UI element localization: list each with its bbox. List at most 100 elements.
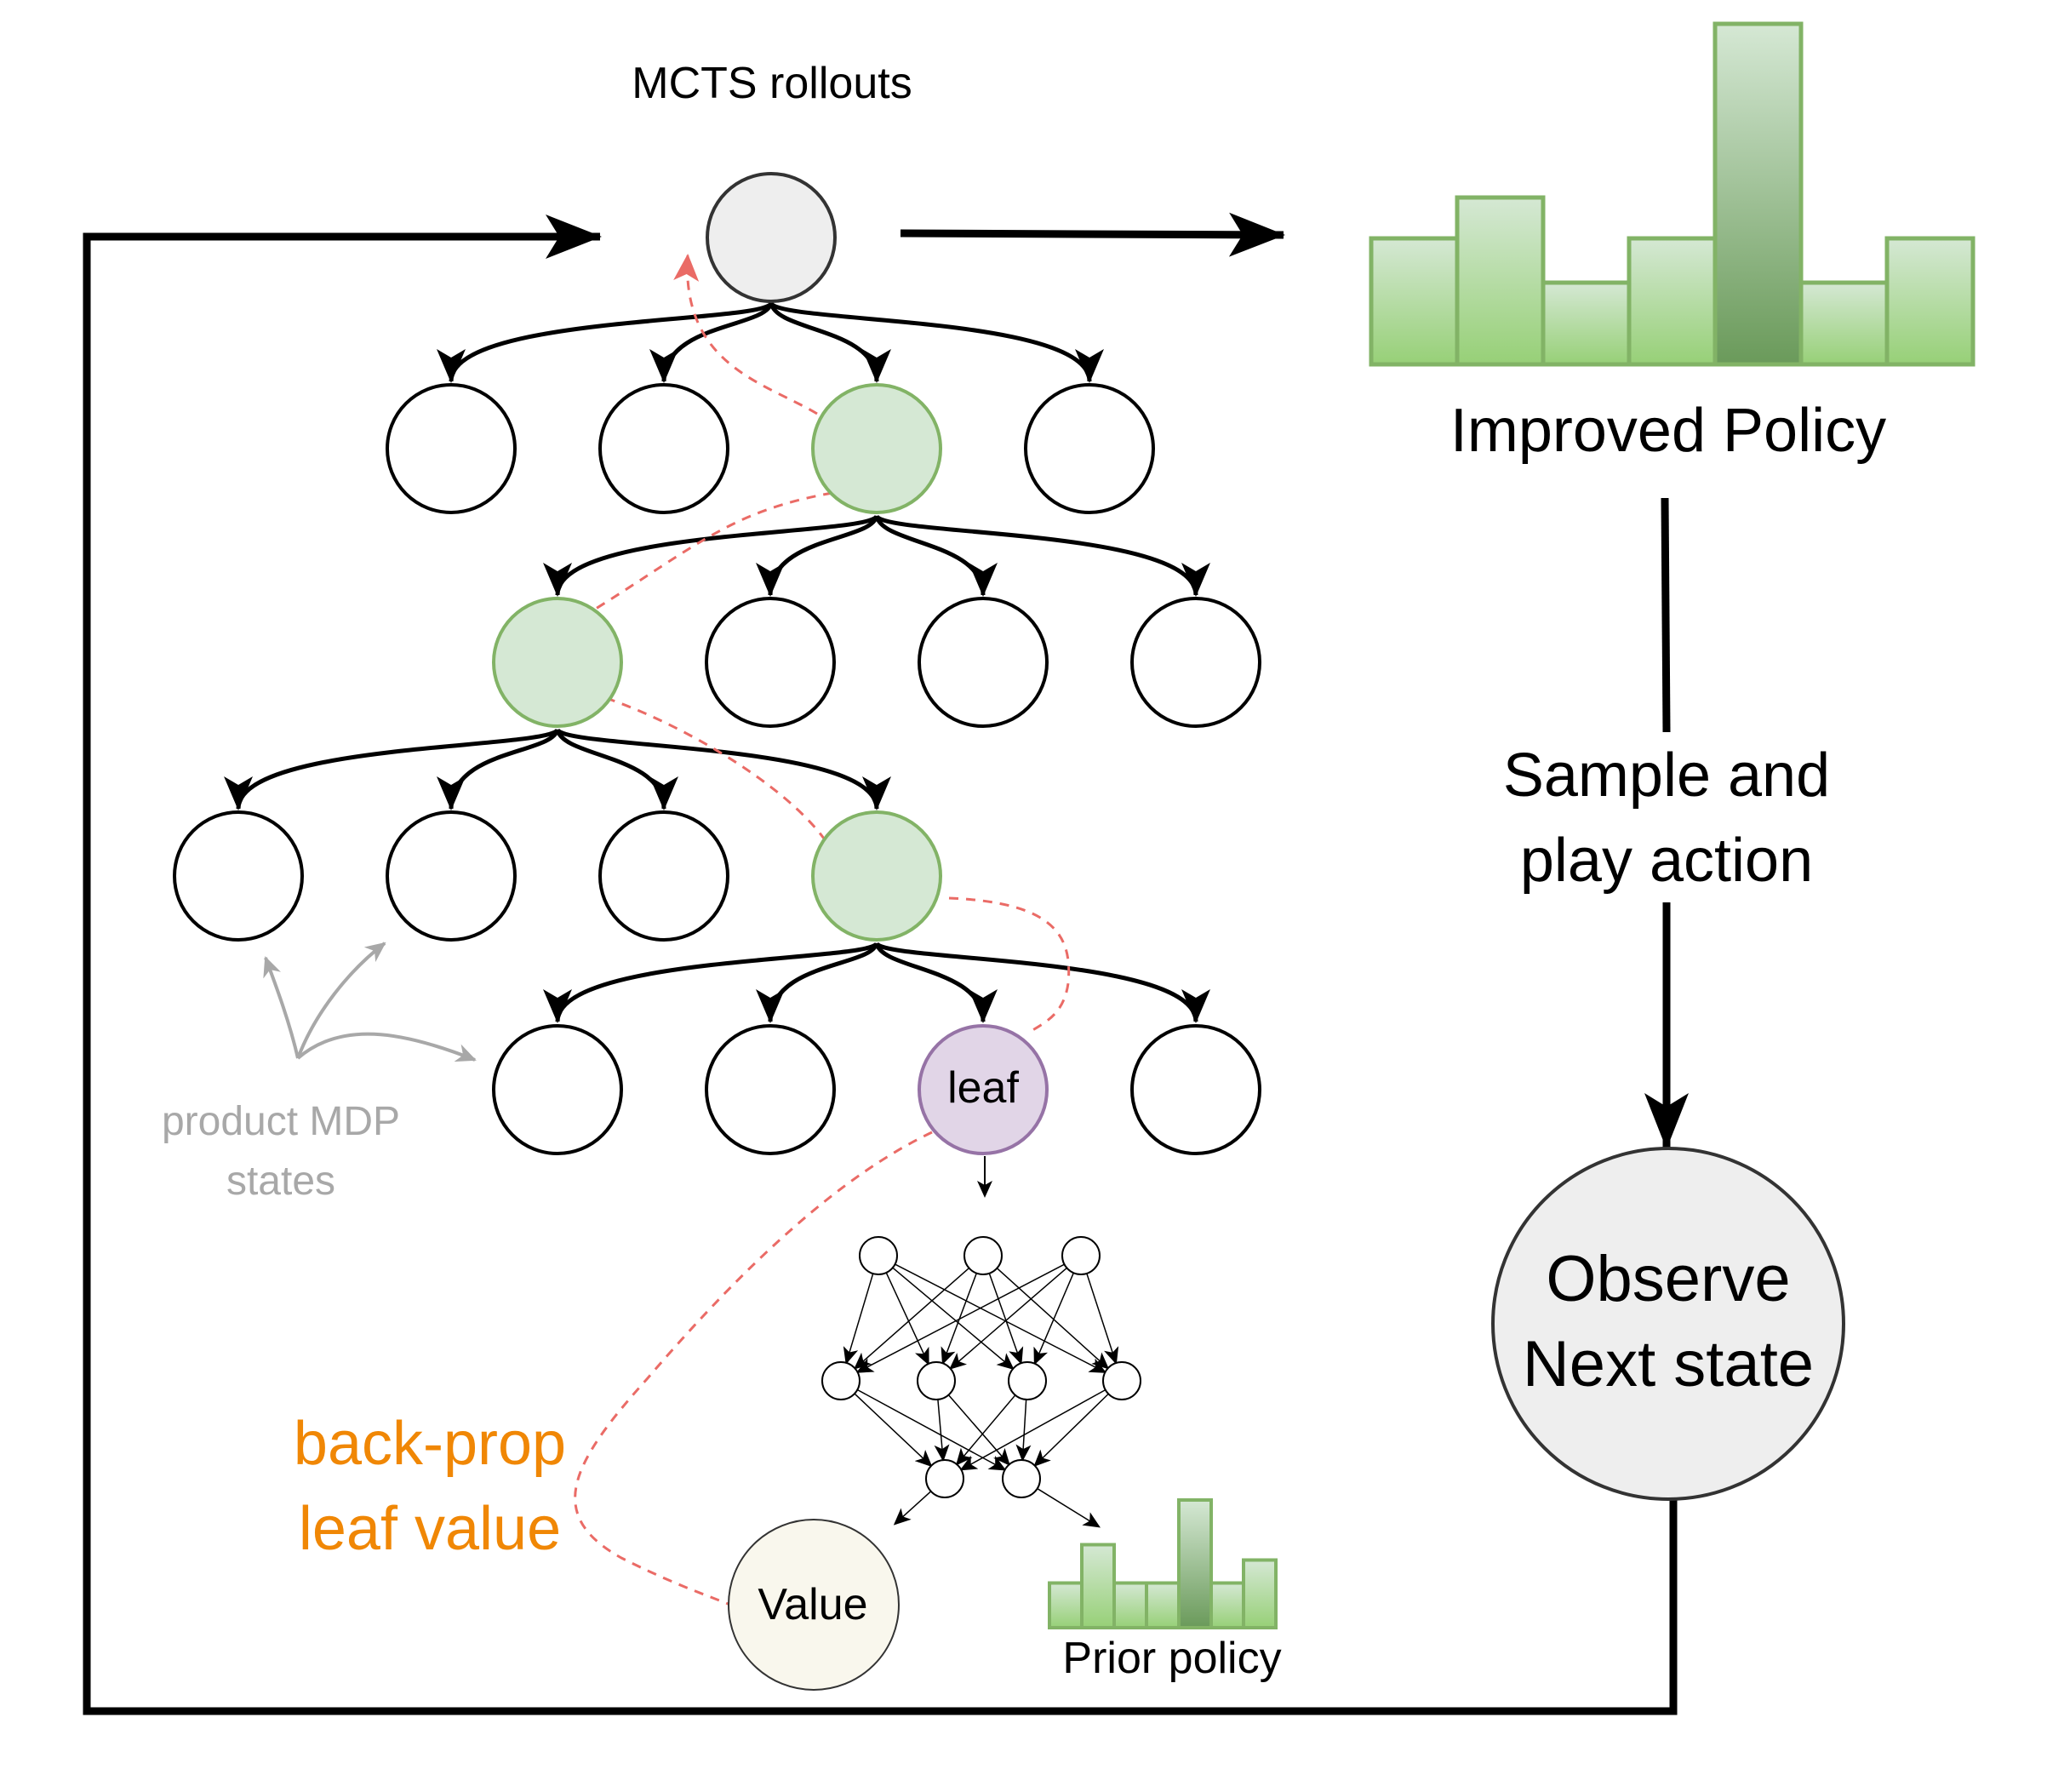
selected-path-node [811, 383, 942, 514]
backprop-line1: back-prop [294, 1410, 566, 1478]
mdp-state-node [386, 810, 517, 942]
mdp-arrow [296, 1032, 477, 1062]
mdp-arrow [296, 942, 386, 1059]
tree-edge [756, 515, 879, 597]
observe-next-state-node [1491, 1147, 1845, 1501]
policy-bar [1713, 21, 1804, 367]
prior-policy-label: Prior policy [1062, 1634, 1281, 1683]
mdp-arrow [263, 956, 300, 1059]
network-neuron [1102, 1361, 1141, 1400]
mdp-state-node [1130, 1024, 1261, 1155]
network-edge [949, 1267, 1067, 1370]
tree-edge [874, 942, 1210, 1023]
network-neuron [859, 1236, 898, 1275]
mdp-state-node [705, 1024, 836, 1155]
network-edge [885, 1272, 929, 1365]
network-neuron [963, 1236, 1003, 1275]
network-neuron [1002, 1459, 1041, 1498]
tree-edge [555, 729, 678, 810]
network-edge [1015, 1399, 1032, 1463]
mdp-state-node [1024, 383, 1155, 514]
network-nodes [821, 1236, 1141, 1498]
policy-bar [1884, 236, 1976, 367]
tree-edge [649, 301, 774, 383]
tree-nodes [173, 172, 1261, 1155]
network-edge [843, 1273, 874, 1365]
network-edge [893, 1491, 932, 1526]
observe-line1: Observe [1546, 1243, 1790, 1315]
network-edge [1033, 1393, 1109, 1468]
sample-action-line2: play action [1520, 827, 1813, 895]
policy-bar [1541, 280, 1632, 367]
policy-bar [1455, 195, 1546, 367]
backprop-segment [948, 896, 1071, 1033]
mdp-state-node [386, 383, 517, 514]
policy-bar [1369, 236, 1460, 367]
network-edge [1037, 1487, 1101, 1528]
product-mdp-line1: product MDP [162, 1099, 400, 1144]
tree-edge [555, 728, 891, 810]
network-edge [855, 1263, 1065, 1373]
selected-path-node [492, 597, 623, 728]
tree-edge [437, 301, 774, 383]
network-edge [854, 1393, 933, 1468]
mdp-state-node [598, 810, 729, 942]
policy-bar [1080, 1543, 1116, 1629]
selected-path-node [811, 810, 942, 942]
network-edge [1033, 1272, 1075, 1365]
backprop-segment [595, 491, 833, 610]
policy-bar [1048, 1581, 1084, 1629]
mdp-state-node [598, 383, 729, 514]
network-edge [892, 1267, 1015, 1371]
policy-bar [1627, 236, 1718, 367]
mdp-state-node [492, 1024, 623, 1155]
network-edge [947, 1394, 1010, 1466]
tree-edge [874, 515, 998, 597]
network-edge [1086, 1273, 1119, 1365]
network-edge [955, 1394, 1016, 1466]
backprop-path [574, 254, 1071, 1606]
backprop-segment [574, 1131, 933, 1606]
mdp-state-node [1130, 597, 1261, 728]
network-neuron [1008, 1361, 1047, 1400]
sample-action-line1: Sample and [1503, 741, 1830, 810]
policy-bar [1798, 280, 1890, 367]
tree-edge [543, 942, 879, 1023]
policy-bar [1242, 1558, 1278, 1629]
policy-bar [1145, 1581, 1181, 1629]
policy-bar [1209, 1581, 1245, 1629]
improved-policy-histogram [1369, 21, 1976, 367]
network-neuron [821, 1361, 861, 1400]
policy-bar [1112, 1581, 1148, 1629]
backprop-segment [673, 254, 818, 415]
network-edge [895, 1263, 1107, 1373]
root-to-policy-arrow [900, 212, 1285, 257]
leaf-node [918, 1024, 1049, 1155]
value-node [728, 1519, 900, 1691]
tree-edge [874, 942, 998, 1023]
network-edges [843, 1263, 1119, 1528]
tree-edge [756, 942, 879, 1023]
network-edge [854, 1267, 969, 1370]
mdp-state-node [705, 597, 836, 728]
tree-edge [543, 514, 879, 597]
network-neuron [1061, 1236, 1101, 1275]
value-label: Value [758, 1580, 867, 1629]
product-mdp-line2: states [226, 1159, 335, 1204]
tree-edge [769, 301, 1104, 383]
improved-policy-label: Improved Policy [1450, 397, 1886, 465]
mcts-title: MCTS rollouts [632, 59, 912, 108]
mdp-state-node [918, 597, 1049, 728]
network-edge [959, 1388, 1106, 1471]
prior-policy-histogram [1048, 1498, 1278, 1629]
tree-edge [437, 728, 560, 810]
network-edge [988, 1273, 1024, 1365]
network-edge [856, 1388, 1007, 1471]
root-node [706, 172, 837, 303]
network-edge [934, 1399, 950, 1463]
observe-line2: Next state [1523, 1328, 1814, 1400]
tree-edge [224, 728, 560, 810]
feedback-loop-line [83, 215, 1678, 1715]
